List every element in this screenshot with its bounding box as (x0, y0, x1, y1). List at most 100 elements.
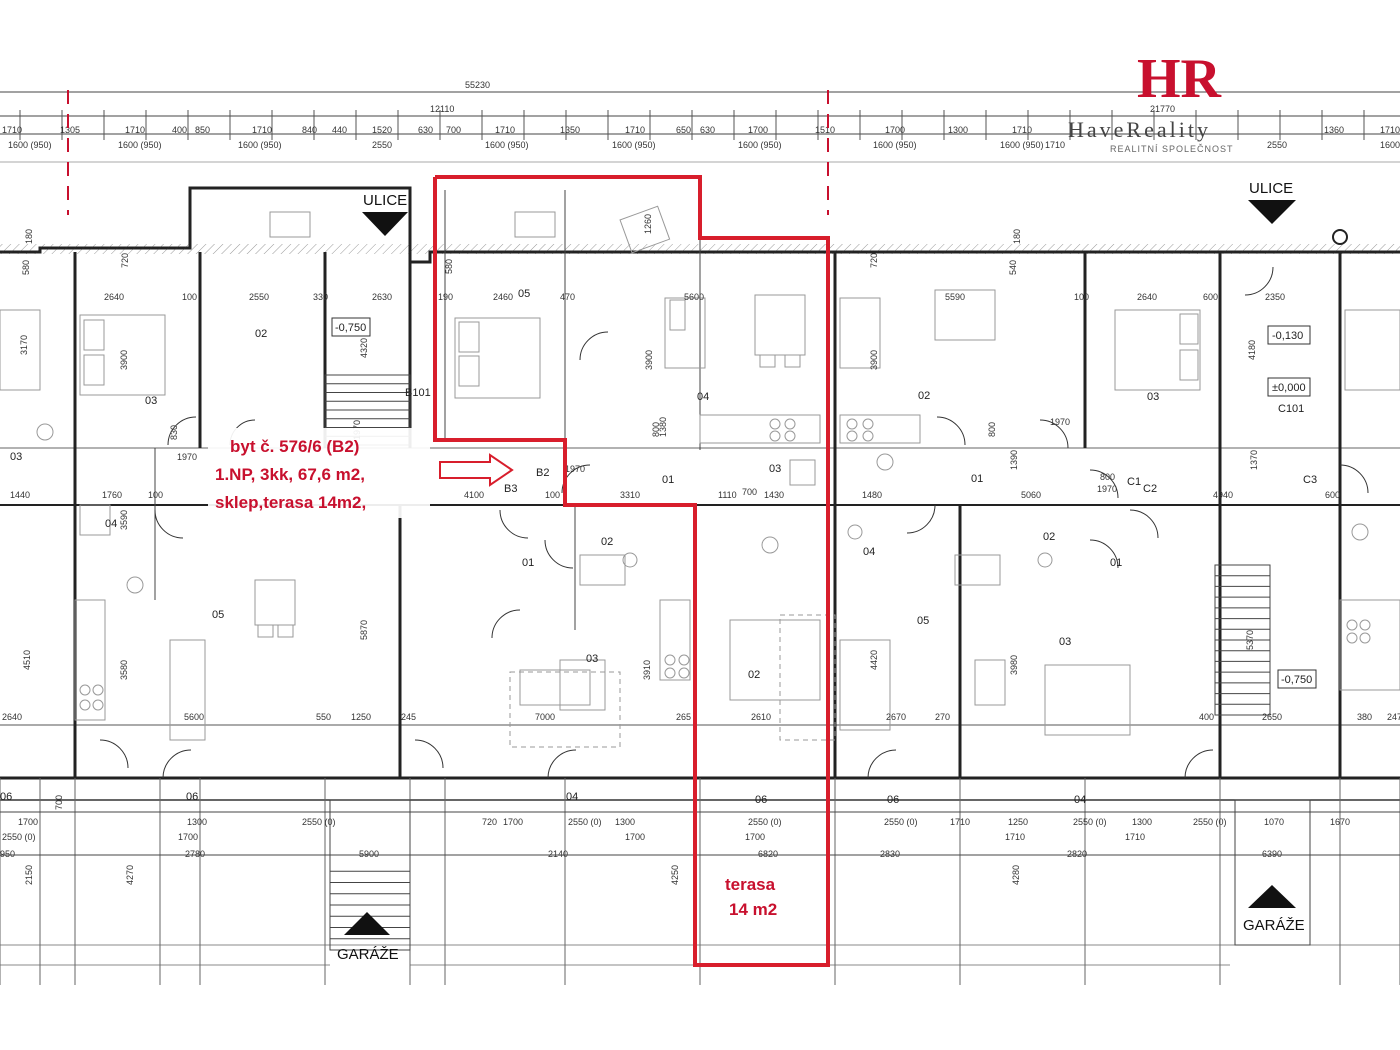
dimension-label: 1480 (862, 490, 882, 500)
overall-dim-left-block: 12110 (430, 104, 454, 114)
dimension-label: 650 (676, 125, 691, 135)
room-number: 04 (863, 546, 875, 558)
overall-dim-right-block: 21770 (1150, 104, 1175, 114)
dimension-label: 1300 (187, 817, 207, 827)
dimension-label: 2550 (0) (302, 817, 336, 827)
dimension-label: 2550 (1267, 140, 1287, 150)
listing-backdrop (208, 428, 430, 518)
dimension-label: 2640 (104, 292, 124, 302)
dimension-label: 180 (1012, 229, 1022, 244)
garage-label-right: GARÁŽE (1243, 917, 1305, 934)
dimension-label: 3590 (119, 510, 129, 530)
room-number: 02 (918, 390, 930, 402)
garage-marker-right: GARÁŽE (1243, 885, 1305, 934)
unit-codes: B101 C101 B2 B3 C1 C2 C3 (405, 387, 1317, 495)
dimension-label: 2610 (751, 712, 771, 722)
terrace-annotation: terasa 14 m2 (725, 875, 777, 919)
dimension-label: 4420 (869, 650, 879, 670)
dimension-label: 800 (987, 422, 997, 437)
dimension-label: 1360 (1324, 125, 1344, 135)
room-number: 02 (1043, 531, 1055, 543)
dimension-label: 720 (120, 253, 130, 268)
dimension-label: 5600 (684, 292, 704, 302)
company-logo: HR HaveReality REALITNÍ SPOLEČNOST (1068, 48, 1233, 154)
dimension-label: 1110 (718, 490, 737, 500)
dimension-label: 950 (0, 849, 15, 859)
room-number: 01 (1110, 557, 1122, 569)
dimension-label: 3900 (119, 350, 129, 370)
room-number: 05 (917, 615, 929, 627)
dimension-label: 2550 (0) (2, 832, 36, 842)
room-number: 04 (1074, 794, 1086, 806)
dimension-label: 1300 (1132, 817, 1152, 827)
dimension-label: 1250 (1008, 817, 1028, 827)
listing-annotation: byt č. 576/6 (B2) 1.NP, 3kk, 67,6 m2, sk… (215, 437, 366, 512)
dimension-label: 700 (446, 125, 461, 135)
dimension-label: 1700 (178, 832, 198, 842)
dimension-label: 1070 (1264, 817, 1284, 827)
dimension-label: 2550 (249, 292, 269, 302)
dimension-label: 540 (1008, 260, 1018, 275)
fire-hydrant-icon (1332, 229, 1348, 245)
dimension-label: 1710 (125, 125, 145, 135)
room-number: 01 (522, 557, 534, 569)
dimension-label: 2550 (0) (568, 817, 602, 827)
street-arrow-icon (362, 212, 408, 236)
dimension-label: 190 (438, 292, 453, 302)
overall-dim-total: 55230 (465, 80, 490, 90)
level-markers: -0,750 -0,130 ±0,000 -0,750 (331, 317, 1317, 689)
room-number: 06 (0, 791, 12, 803)
unit-code: C101 (1278, 403, 1304, 415)
dimension-label: 720 (482, 817, 497, 827)
dimension-label: 3170 (19, 335, 29, 355)
dimension-label: 245 (401, 712, 416, 722)
dimension-label: 2640 (1137, 292, 1157, 302)
room-number: 03 (10, 451, 22, 463)
dimension-label: 1710 (2, 125, 22, 135)
dimension-label: 1700 (745, 832, 765, 842)
room-number: 03 (586, 653, 598, 665)
street-marker-right: ULICE (1248, 180, 1296, 224)
dimension-label: 1600 (950) (1000, 140, 1044, 150)
room-number: 04 (566, 791, 578, 803)
room-number: 06 (887, 794, 899, 806)
dimension-label: 400 (1199, 712, 1214, 722)
dimension-label: 100 (148, 490, 163, 500)
dimension-label: 4280 (1011, 865, 1021, 885)
dimension-label: 1710 (1125, 832, 1145, 842)
dimension-label: 2820 (1067, 849, 1087, 859)
dimension-label: 1710 (625, 125, 645, 135)
dimension-label: 4250 (670, 865, 680, 885)
dimension-label: 4320 (359, 338, 369, 358)
dimension-label: 2650 (1262, 712, 1282, 722)
room-number: 06 (755, 794, 767, 806)
level-marker: -0,130 (1272, 330, 1303, 342)
logo-mark: HR (1137, 48, 1222, 110)
room-number: 02 (748, 669, 760, 681)
dimension-label: 1510 (815, 125, 835, 135)
dimension-label: 1710 (1012, 125, 1032, 135)
dimension-label: 720 (869, 253, 879, 268)
dimension-label: 1370 (1249, 450, 1259, 470)
terrace-line-1: terasa (725, 875, 776, 894)
dimension-label: 5590 (945, 292, 965, 302)
dimension-label: 1350 (560, 125, 580, 135)
dimension-label: 1710 (1045, 140, 1065, 150)
dimension-label: 1600 (950) (485, 140, 529, 150)
dimension-label: 3900 (869, 350, 879, 370)
dimension-label: 100 (1074, 292, 1089, 302)
garage-label-left: GARÁŽE (337, 946, 399, 963)
dimension-label: 1700 (18, 817, 38, 827)
dimension-label: 2640 (2, 712, 22, 722)
unit-code: C3 (1303, 474, 1317, 486)
dimension-label: 840 (302, 125, 317, 135)
dimension-label: 1600 (950) (1380, 140, 1400, 150)
dimension-label: 3580 (119, 660, 129, 680)
street-label-left: ULICE (363, 192, 407, 209)
street-label-right: ULICE (1249, 180, 1293, 197)
garage-arrow-icon (1248, 885, 1296, 908)
dimension-label: 700 (54, 795, 64, 810)
